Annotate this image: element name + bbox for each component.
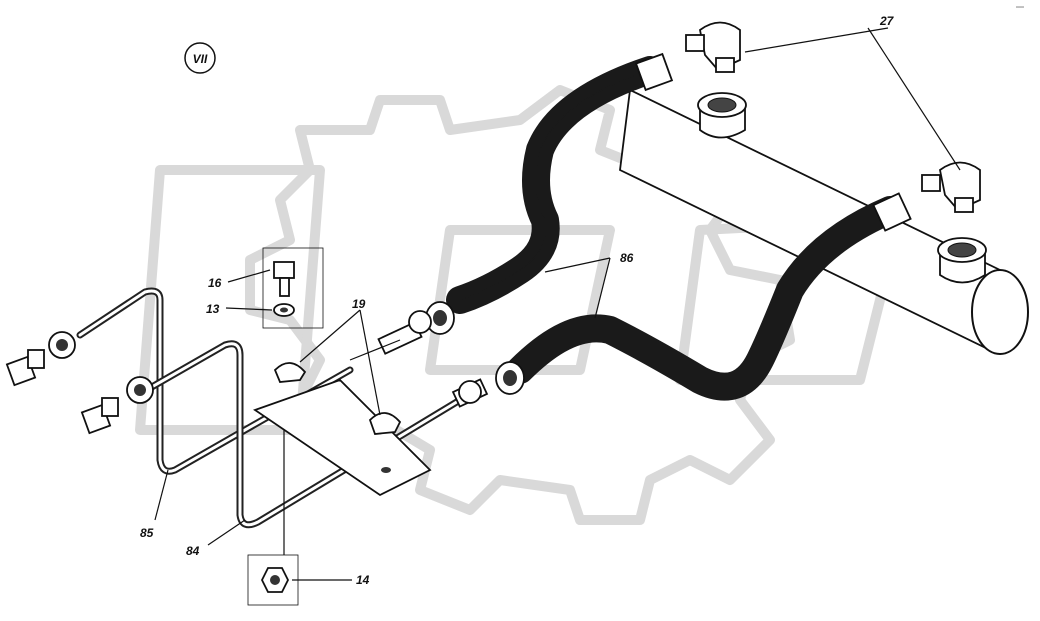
hose-upper — [425, 52, 674, 335]
clamp-upper — [273, 362, 307, 383]
adapter-left-1 — [5, 349, 45, 387]
washer-13 — [273, 303, 295, 317]
label-19: 19 — [352, 297, 366, 311]
hose-lower — [495, 192, 912, 401]
mounting-bracket — [253, 378, 432, 497]
label-86: 86 — [620, 251, 634, 265]
corner-note: °°°° — [1016, 6, 1024, 12]
clamp-lower — [368, 412, 402, 435]
label-27: 27 — [879, 14, 895, 28]
adapter-left-2 — [80, 397, 119, 435]
section-mark-text: VII — [193, 52, 208, 66]
tube-84 — [126, 340, 464, 529]
bolt-16 — [262, 247, 324, 329]
nut-14 — [247, 554, 299, 606]
tube-end-fittings — [349, 310, 489, 408]
label-14: 14 — [356, 573, 370, 587]
section-mark: VII — [184, 42, 216, 74]
label-85: 85 — [140, 526, 154, 540]
label-13: 13 — [206, 302, 220, 316]
elbow-fitting-upper — [685, 21, 741, 73]
label-16: 16 — [208, 276, 222, 290]
leader-lines — [154, 27, 961, 581]
cylinder-tank — [619, 88, 1029, 355]
label-84: 84 — [186, 544, 200, 558]
elbow-fitting-lower — [921, 161, 981, 213]
